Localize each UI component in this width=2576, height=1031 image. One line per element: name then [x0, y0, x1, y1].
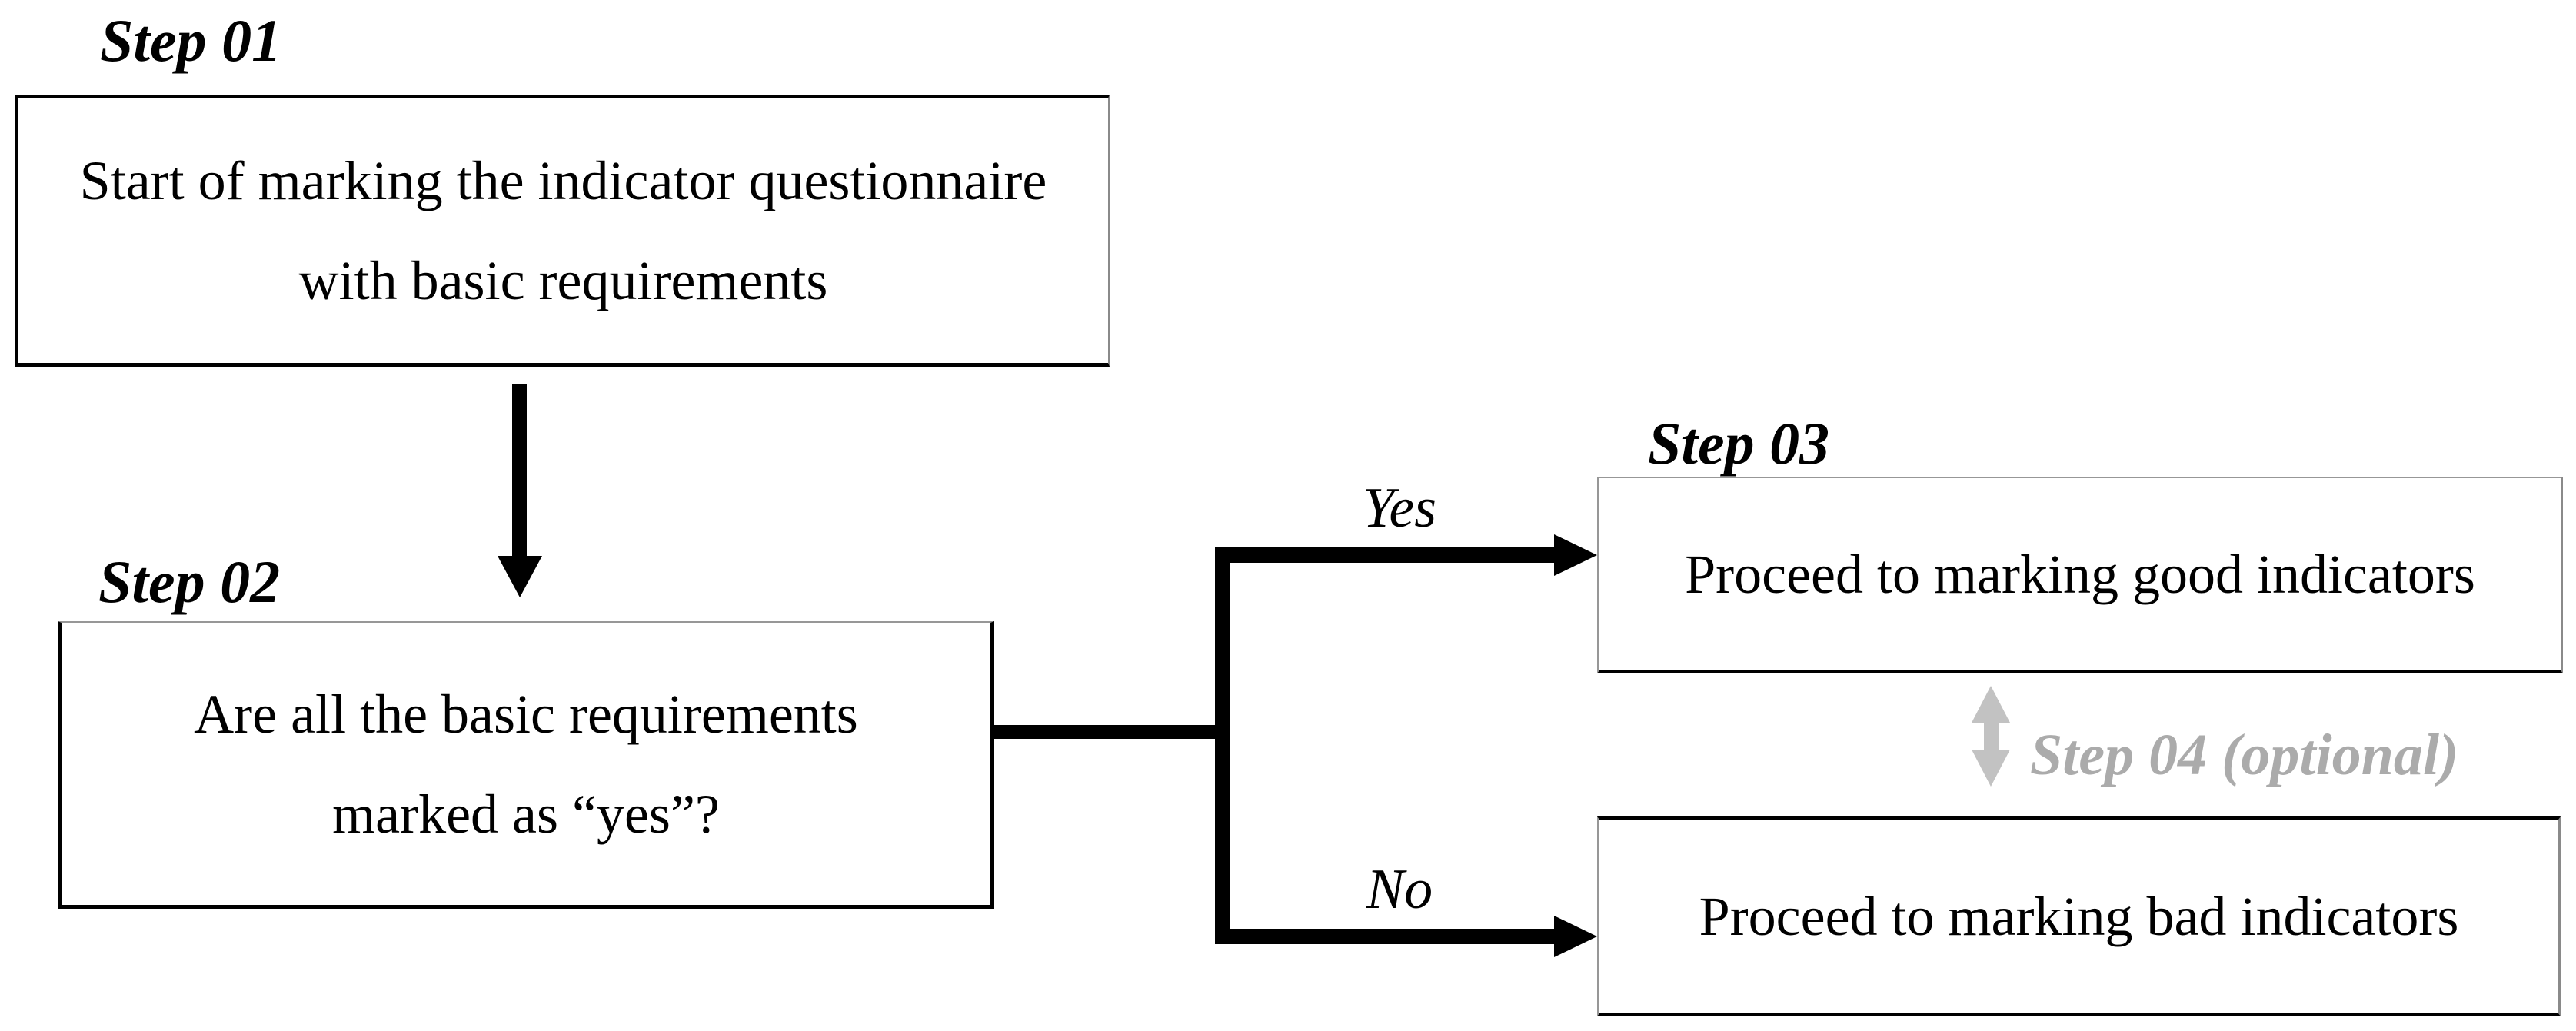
box-question-line2: marked as “yes”?: [332, 783, 720, 845]
optional-swap-arrow-shaft: [1984, 721, 1999, 750]
box-good: Proceed to marking good indicators: [1597, 477, 2563, 673]
yes-branch-line: [1215, 547, 1556, 563]
box-question-line1: Are all the basic requirements: [194, 683, 858, 745]
box-start: Start of marking the indicator questionn…: [15, 95, 1110, 367]
yes-label: Yes: [1362, 477, 1436, 540]
box-start-line1: Start of marking the indicator questionn…: [79, 150, 1047, 211]
no-label: No: [1366, 858, 1433, 921]
yes-arrowhead-icon: [1554, 534, 1597, 576]
arrowhead-down-icon: [498, 556, 542, 597]
no-branch-line: [1215, 929, 1556, 944]
box-start-line2: with basic requirements: [298, 250, 828, 311]
step3-label: Step 03: [1648, 410, 1830, 477]
optional-swap-arrow-down-icon: [1972, 750, 2010, 787]
step1-label: Step 01: [100, 7, 282, 74]
branch-vertical-line: [1215, 547, 1230, 944]
step4-optional-label: Step 04 (optional): [2030, 723, 2459, 787]
box-question: Are all the basic requirements marked as…: [58, 621, 994, 909]
no-arrowhead-icon: [1554, 916, 1597, 957]
step2-label: Step 02: [98, 548, 281, 615]
connector-question-to-branch: [994, 725, 1230, 739]
optional-swap-arrow-up-icon: [1972, 686, 2010, 723]
box-good-text: Proceed to marking good indicators: [1685, 544, 2475, 605]
arrow-start-to-question-shaft: [512, 384, 527, 557]
box-bad-text: Proceed to marking bad indicators: [1699, 886, 2459, 947]
box-bad: Proceed to marking bad indicators: [1597, 816, 2561, 1016]
